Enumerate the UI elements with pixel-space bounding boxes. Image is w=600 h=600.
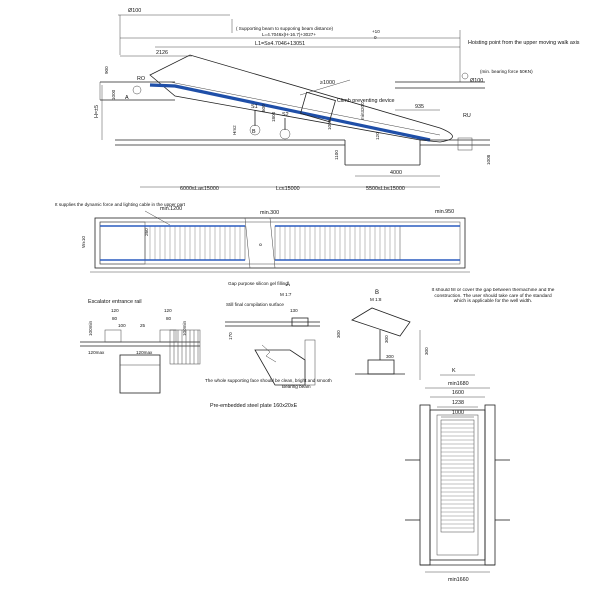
rail-max120-left: 120max <box>88 350 105 355</box>
dim-1100: 1100 <box>334 150 339 160</box>
min1200-label: min.1200 <box>160 206 182 212</box>
entrance-rail-label: Escalator entrance rail <box>88 299 142 305</box>
l-formula: L=4.7046x(H-16.7)+3027+ <box>262 32 316 37</box>
ro-label: RO <box>137 76 145 82</box>
well-dim-1600: 1600 <box>452 390 464 396</box>
s2-label: S2 <box>282 112 289 118</box>
hoisting-note: Hoisting point from the upper moving wal… <box>468 40 580 46</box>
lc-range: Lc≤15000 <box>276 186 300 192</box>
section-a-scale: M 1:7 <box>280 292 292 297</box>
lb-range: 5500≤Lb≤15000 <box>366 186 405 192</box>
detail-section-b: B M 1:8 300 300 300 It should fill or co… <box>351 288 555 380</box>
dim-1008: 1008 <box>486 154 491 165</box>
dim-600: 600 <box>261 104 266 112</box>
rail-dim-80b: 80 <box>166 316 172 321</box>
section-b-scale: M 1:8 <box>370 297 382 302</box>
dim-300a: 300 <box>336 330 341 338</box>
fill-note: It should fill or cover the gap between … <box>431 288 555 305</box>
a-label: A <box>125 95 129 101</box>
dim-300c: 300 <box>386 354 394 359</box>
dim-900: 900 <box>104 66 109 74</box>
embedded-plate-label: Pre-embedded steel plate 160x20xE <box>210 403 298 409</box>
dim-4000: 4000 <box>390 170 402 176</box>
min950-label: min.950 <box>435 209 454 215</box>
min300-label: min.300 <box>260 210 279 216</box>
min-bearing: (min. bearing force 50KN) <box>480 69 533 74</box>
elevation-view: Ø100 ( Supporting beam to supporing beam… <box>94 8 580 192</box>
rail-dim-120b: 120 <box>164 308 172 313</box>
rail-min100-left: 100min <box>88 320 93 336</box>
l-tol-down: 0 <box>374 35 377 40</box>
section-b-label: B <box>375 290 379 296</box>
h-formula: H=±5 <box>94 105 100 118</box>
whole-support-note: The whole supporting face should be clea… <box>205 378 332 383</box>
section-a-label: A <box>286 282 290 288</box>
plan-dim-0: 0 <box>258 243 263 246</box>
well-plan-view: K min1680 1600 1238 1000 min1660 <box>405 368 510 583</box>
min3200-label: min3200 <box>360 102 365 120</box>
well-dim-1238: 1238 <box>452 400 464 406</box>
dim-1000b: 1000 <box>327 119 332 130</box>
detail-entrance-rail: Escalator entrance rail 120 120 80 80 10… <box>80 299 201 394</box>
plan-view: It supplies the dynamic force and lighti… <box>55 202 470 273</box>
still-final-note: Still final compilation surface <box>226 302 284 307</box>
beam-note: ( Supporting beam to supporing beam dist… <box>236 26 334 31</box>
rail-max120-right: 120max <box>136 350 153 355</box>
ru-label: RU <box>463 113 471 119</box>
dim-1000: 1000 <box>111 89 116 100</box>
b-label: B <box>252 129 256 135</box>
phi-right: Ø100 <box>470 78 483 84</box>
well-min1680: min1680 <box>448 381 469 387</box>
rail-dim-120a: 120 <box>111 308 119 313</box>
rail-dim-25: 25 <box>140 323 146 328</box>
phi-top-label: Ø100 <box>128 8 141 14</box>
rail-min100-right: 100min <box>182 320 187 336</box>
bearing-beam-label: Bearing beam <box>282 384 311 389</box>
well-dim-1000: 1000 <box>452 410 464 416</box>
dim-2126: 2126 <box>156 50 168 56</box>
dim-300b: 300 <box>384 335 389 343</box>
dim-170: 170 <box>228 332 233 340</box>
climb-device-label: Climb preventing device <box>337 98 395 104</box>
rail-dim-80a: 80 <box>112 316 118 321</box>
detail-section-a: Gap purpose silicon gel filling A M 1:7 … <box>205 281 341 409</box>
dim-935: 935 <box>415 104 424 110</box>
plan-steps <box>149 226 396 260</box>
plan-side-dim: W±10 <box>81 236 86 248</box>
dim-120: 120 <box>375 132 380 140</box>
la-range: 6000≤La≤15000 <box>180 186 219 192</box>
well-min1660: min1660 <box>448 577 469 583</box>
dim-1800: 1800 <box>271 111 276 122</box>
dim-130: 130 <box>290 308 298 313</box>
rail-dim-100: 100 <box>118 323 126 328</box>
well-k-label: K <box>452 368 456 374</box>
l-tol-up: +10 <box>372 29 380 34</box>
hm2-label: Hm2 <box>232 125 237 135</box>
s1-label: S1 <box>251 104 258 110</box>
supply-note: It supplies the dynamic force and lighti… <box>55 202 186 207</box>
l1-formula: L1=Sx4.7046+13051 <box>255 41 305 47</box>
dim-300d: 300 <box>424 347 429 355</box>
plan-dim-260: 260 <box>144 228 149 236</box>
ge1000-label: ≥1000 <box>320 80 335 86</box>
gap-silicon-note: Gap purpose silicon gel filling <box>228 281 288 286</box>
